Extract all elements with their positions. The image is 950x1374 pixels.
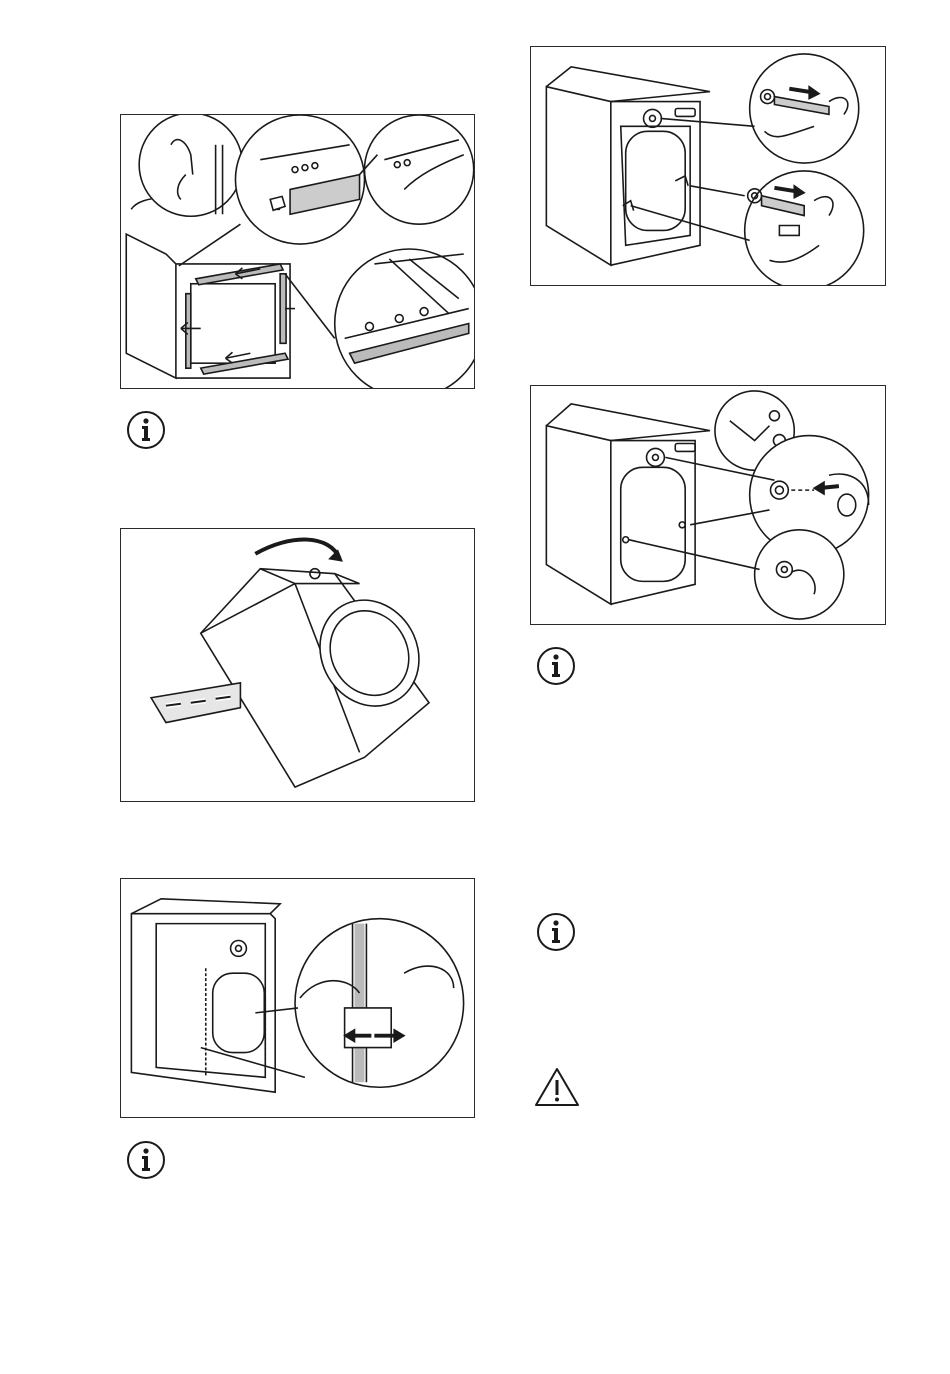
- info-icon: [536, 646, 576, 686]
- figure-transit-bolts: [530, 46, 886, 286]
- tilt-machine-illustration: [121, 529, 474, 801]
- info-icon: [126, 1140, 166, 1180]
- figure-transit-strips: [120, 114, 475, 389]
- info-icon: [126, 410, 166, 450]
- transit-strip-removal-illustration: [121, 115, 474, 388]
- plastic-cap-insertion-illustration: [531, 386, 885, 624]
- figure-plastic-caps: [530, 385, 886, 625]
- figure-hose-clamp: [120, 878, 475, 1118]
- figure-tilt-machine: [120, 528, 475, 802]
- transit-bolt-removal-illustration: [531, 47, 885, 285]
- info-icon: [536, 912, 576, 952]
- hose-clamp-release-illustration: [121, 879, 474, 1117]
- warning-icon: [534, 1066, 580, 1108]
